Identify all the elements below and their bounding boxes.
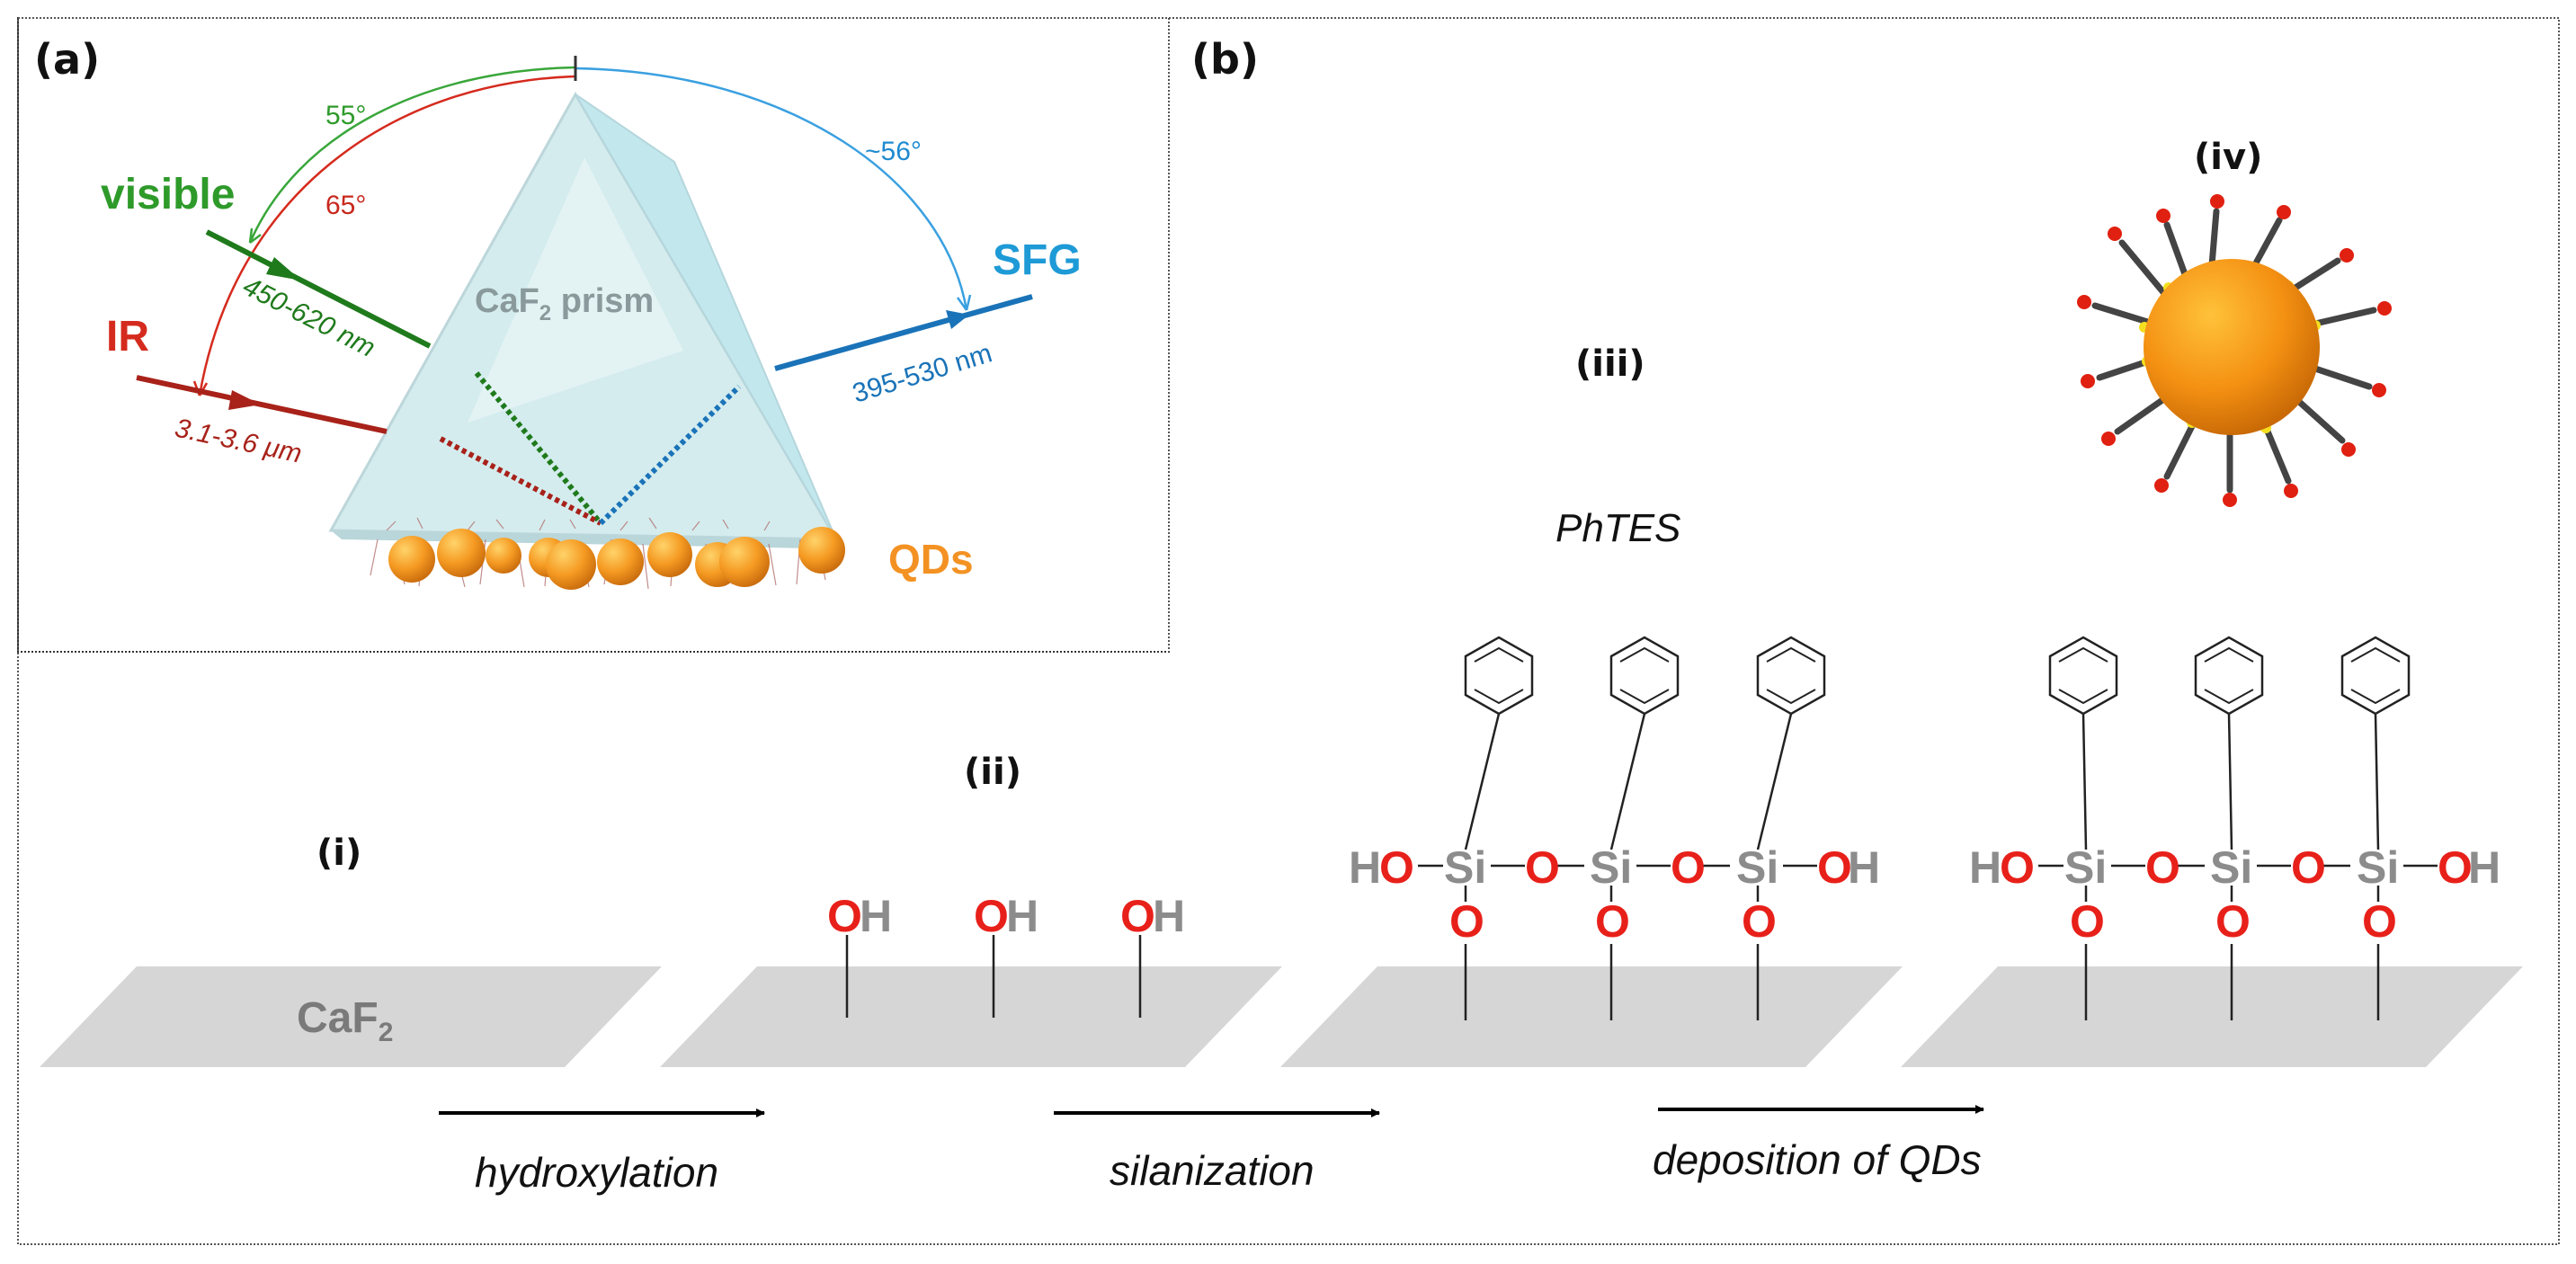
svg-text:O: O — [827, 891, 862, 941]
svg-text:H: H — [860, 891, 892, 941]
svg-text:O: O — [2145, 842, 2180, 893]
siloxane-network-iii: H O Si O Si O Si O H O O O — [1349, 636, 1880, 1020]
panel-a-label: (a) — [34, 35, 100, 84]
svg-text:O: O — [1671, 842, 1706, 893]
substrate-ii — [660, 966, 1282, 1067]
visible-beam-arrowhead — [266, 257, 301, 280]
sfg-angle: ~56° — [865, 137, 922, 166]
silanization-label: silanization — [1110, 1147, 1315, 1194]
ir-beam — [136, 375, 388, 434]
svg-text:H: H — [1349, 842, 1381, 893]
svg-text:O: O — [1120, 891, 1155, 941]
svg-text:H: H — [1006, 891, 1038, 941]
reagent-label: PhTES — [1555, 506, 1680, 550]
sfg-beam — [774, 294, 1033, 371]
qd-layer — [370, 517, 845, 590]
ir-angle: 65° — [325, 191, 366, 220]
svg-text:O: O — [2215, 896, 2251, 947]
stage-ii-label: (ii) — [964, 752, 1021, 793]
svg-text:Si: Si — [2210, 842, 2252, 893]
visible-internal-beam — [474, 371, 603, 525]
sfg-internal-beam — [598, 384, 742, 526]
capped-quantum-dot — [2077, 194, 2392, 507]
svg-text:O: O — [2000, 842, 2035, 893]
svg-text:Si: Si — [1444, 842, 1486, 893]
sfg-angle-arrowhead — [956, 294, 972, 311]
svg-text:O: O — [2362, 896, 2397, 947]
svg-text:O: O — [1525, 842, 1560, 893]
sfg-label: SFG — [993, 236, 1082, 284]
substrate-label: CaF2 — [297, 994, 393, 1047]
sfg-angle-arc — [575, 67, 968, 311]
deposition-label: deposition of QDs — [1653, 1136, 1982, 1183]
visible-beam — [205, 229, 432, 349]
ir-range: 3.1-3.6 μm — [173, 414, 305, 469]
svg-text:H: H — [1848, 842, 1880, 893]
svg-text:O: O — [1449, 896, 1484, 947]
svg-text:Si: Si — [1590, 842, 1632, 893]
ir-internal-beam — [439, 436, 602, 526]
stage-iv-label: (iv) — [2194, 137, 2262, 178]
svg-text:O: O — [1595, 896, 1630, 947]
hydroxyl-group-2: O H — [974, 891, 1038, 1018]
svg-text:O: O — [974, 891, 1009, 941]
figure-frame — [17, 17, 2560, 1245]
visible-angle: 55° — [325, 101, 366, 130]
substrate-iii — [1280, 966, 1903, 1067]
siloxane-network-iv: H O Si O Si O Si O H O O O — [1969, 636, 2500, 1020]
stage-i-label: (i) — [316, 832, 361, 874]
hydroxyl-group-3: O H — [1120, 891, 1185, 1018]
qds-label: QDs — [888, 536, 974, 583]
caf2-prism — [328, 91, 839, 548]
ir-label: IR — [106, 313, 149, 361]
visible-angle-arc — [248, 66, 576, 244]
svg-text:H: H — [2468, 842, 2500, 893]
svg-text:Si: Si — [2064, 842, 2107, 893]
svg-text:O: O — [2438, 842, 2473, 893]
svg-text:Si: Si — [1736, 842, 1778, 893]
visible-angle-arrowhead — [248, 227, 262, 244]
sfg-range: 395-530 nm — [849, 338, 995, 408]
svg-text:O: O — [1742, 896, 1777, 947]
svg-text:O: O — [2291, 842, 2326, 893]
substrate-iv — [1901, 966, 2523, 1067]
substrate-i — [40, 966, 662, 1067]
sfg-beam-arrowhead — [946, 310, 969, 329]
svg-text:O: O — [1379, 842, 1414, 893]
svg-text:O: O — [2070, 896, 2105, 947]
stage-iii-label: (iii) — [1575, 343, 1645, 385]
svg-text:O: O — [1817, 842, 1852, 893]
visible-label: visible — [101, 171, 235, 218]
hydroxylation-label: hydroxylation — [475, 1149, 718, 1196]
prism-label: CaF2 prism — [475, 282, 654, 325]
ir-beam-arrowhead — [228, 390, 261, 410]
svg-text:H: H — [1153, 891, 1185, 941]
panel-b-label: (b) — [1191, 35, 1259, 84]
ir-angle-arc — [198, 75, 576, 396]
hydroxyl-group-1: O H — [827, 891, 892, 1018]
svg-text:Si: Si — [2357, 842, 2399, 893]
svg-text:H: H — [1969, 842, 2001, 893]
